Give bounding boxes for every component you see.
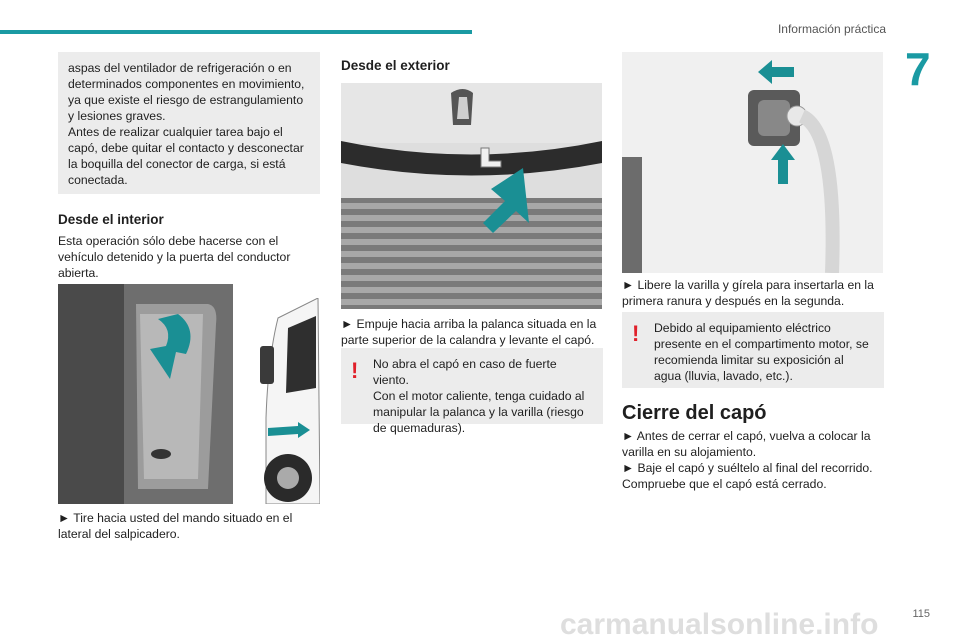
heading-closing-hood: Cierre del capó [622,402,767,424]
warning-continued-box: aspas del ventilador de refrigeración o … [58,52,320,194]
instruction-pull-handle: ► Tire hacia usted del mando situado en … [58,511,293,541]
section-title: Información práctica [777,22,886,36]
header-accent-bar [0,30,472,34]
instruction-push-lever: ► Empuje hacia arriba la palanca situada… [341,317,597,347]
step-lower-hood: ► Baje el capó y suéltelo al final del r… [622,461,873,475]
warning-wind-box: No abra el capó en caso de fuerte viento… [341,348,603,435]
step-replace-rod: ► Antes de cerrar el capó, vuelva a colo… [622,429,871,459]
page-number: 115 [912,608,930,620]
hood-release-handle-image [58,284,233,504]
instruction-release-rod: ► Libere la varilla y gírela para insert… [622,278,874,308]
watermark: carmanualsonline.info [560,608,879,641]
warning-electrical-box: Debido al equipamiento eléctrico present… [622,312,884,388]
check-hood-closed: Compruebe que el capó está cerrado. [622,477,827,491]
intro-text: Esta operación sólo debe hacerse con el … [58,234,291,280]
chapter-number: 7 [905,43,931,95]
warning-exclamation-icon: ! [351,358,359,383]
heading-from-outside: Desde el exterior [341,58,450,73]
prop-rod-image [622,52,883,273]
van-side-image [258,298,320,504]
warning-exclamation-icon-2: ! [632,321,640,346]
grille-lever-image [341,83,602,309]
heading-from-inside: Desde el interior [58,212,164,227]
